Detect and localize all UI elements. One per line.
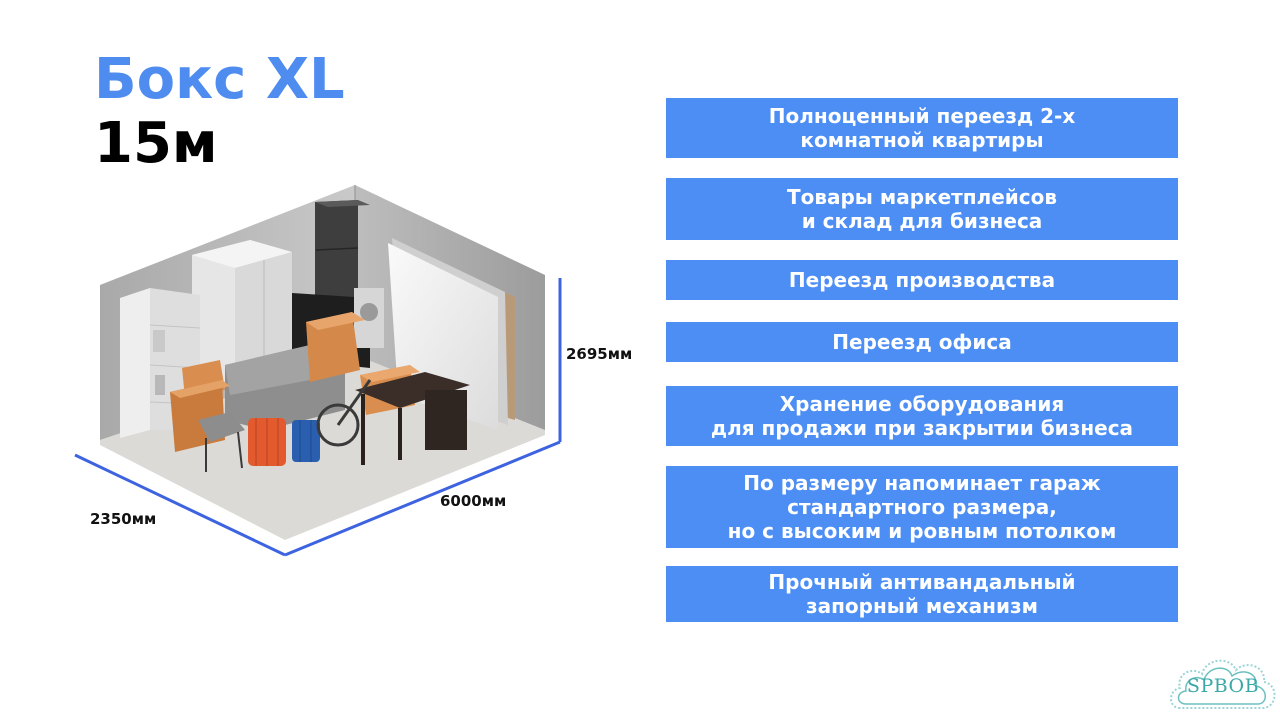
dimension-length-label: 6000мм	[440, 492, 507, 510]
logo-text: SPBOB	[1186, 674, 1260, 697]
dimension-height-label: 2695мм	[566, 345, 633, 363]
feature-item: Товары маркетплейсов и склад для бизнеса	[666, 178, 1178, 240]
storage-room-illustration	[74, 185, 562, 557]
suitcases	[248, 418, 320, 466]
feature-item: Переезд офиса	[666, 322, 1178, 362]
cloud-icon	[1170, 659, 1276, 709]
feature-item: Прочный антивандальный запорный механизм	[666, 566, 1178, 622]
fridge	[315, 200, 370, 323]
feature-item: По размеру напоминает гараж стандартного…	[666, 466, 1178, 548]
dimension-lines	[74, 278, 562, 557]
bicycle	[316, 379, 372, 447]
feature-item: Хранение оборудования для продажи при за…	[666, 386, 1178, 446]
page-subtitle: 15м	[94, 111, 218, 176]
page-title: Бокс XL	[94, 47, 345, 112]
feature-item: Полноценный переезд 2-х комнатной кварти…	[666, 98, 1178, 158]
spbob-logo: SPBOB	[1166, 650, 1280, 721]
coffee-table	[355, 372, 470, 465]
chair	[198, 412, 245, 472]
dimension-depth-label: 2350мм	[90, 510, 157, 528]
feature-item: Переезд производства	[666, 260, 1178, 300]
